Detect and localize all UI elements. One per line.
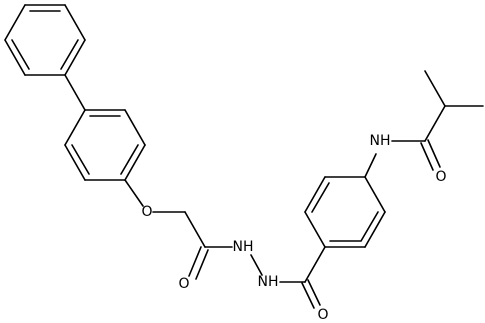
isopropyl-methyl-bond-1 <box>424 70 446 107</box>
ether-oxygen-label: O <box>141 204 152 220</box>
atom-carbonyl-oxygen-right: O <box>317 307 328 323</box>
ring-amide-nh-bond <box>364 153 377 178</box>
aryl-oxygen-bond <box>124 179 144 207</box>
biphenyl-bond <box>64 74 86 111</box>
atom-carbonyl-oxygen-left: O <box>178 276 189 292</box>
hydrazide-n-n-bond <box>250 254 263 276</box>
carbonyl-double-bond-right <box>301 282 315 309</box>
amide-isopropyl-bond <box>424 105 446 142</box>
amide-nh-label: NH <box>370 133 391 149</box>
amide-double-bond <box>420 142 434 171</box>
atom-amide-oxygen: O <box>435 169 446 185</box>
atom-amide-nh: NH <box>370 133 391 149</box>
phenyl-ring-terminal <box>4 4 86 76</box>
phenyl-ring-inner <box>64 109 146 181</box>
amide-double-bond-2 <box>427 139 441 168</box>
atom-hydrazide-nh-upper: NH <box>233 239 254 255</box>
hydrazide-nh-upper-label: NH <box>233 239 254 255</box>
carbonyl-double-bond-left-2 <box>195 249 209 280</box>
methylene-carbonyl-bond <box>184 211 206 248</box>
amide-oxygen-label: O <box>435 169 446 185</box>
carbonyl-double-bond-right-2 <box>307 279 321 306</box>
benzene-ring-para <box>304 176 386 248</box>
carbonyl-oxygen-right-label: O <box>317 307 328 323</box>
carbonyl-ring-bond <box>304 246 326 283</box>
hydrazide-nh-lower-label: NH <box>258 274 279 290</box>
carbonyl-double-bond-left <box>188 246 202 277</box>
atom-ether-oxygen: O <box>141 204 152 220</box>
carbonyl-oxygen-left-label: O <box>178 276 189 292</box>
atom-hydrazide-nh-lower: NH <box>258 274 279 290</box>
